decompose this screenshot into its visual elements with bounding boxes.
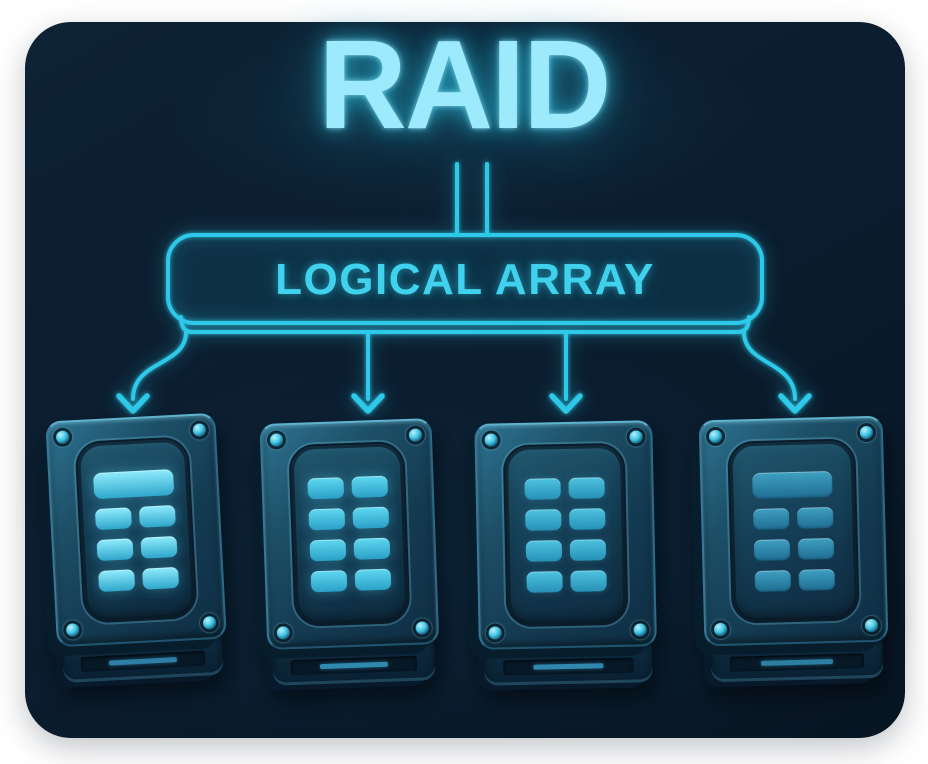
connector-slot-line	[760, 658, 834, 666]
corner-screw-icon	[629, 430, 643, 444]
connector-slot	[80, 650, 206, 672]
data-block	[524, 478, 561, 500]
data-block	[94, 506, 132, 530]
connector-slot	[502, 657, 634, 675]
corner-screw-icon	[488, 626, 502, 640]
logical-array-box	[168, 235, 762, 323]
data-block	[751, 470, 833, 499]
data-block	[352, 506, 390, 529]
data-block	[798, 568, 836, 591]
drive-inner-panel	[727, 438, 860, 624]
connector-slot-line	[533, 662, 604, 670]
corner-screw-icon	[633, 623, 647, 637]
data-block	[754, 569, 792, 592]
data-block	[307, 477, 345, 500]
distribution-line	[181, 317, 749, 332]
data-block	[353, 537, 391, 560]
data-block	[92, 468, 175, 499]
disk-drive-2	[259, 418, 440, 686]
data-block-grid	[524, 477, 607, 593]
data-block	[351, 475, 389, 498]
drive-face	[474, 420, 657, 650]
data-block	[140, 535, 178, 559]
data-block	[526, 571, 563, 593]
data-block	[525, 540, 563, 562]
data-block	[569, 539, 607, 561]
diagram-title: RAID	[318, 14, 612, 155]
corner-screw-icon	[713, 622, 728, 637]
data-block-grid	[92, 468, 180, 592]
corner-screw-icon	[415, 621, 429, 635]
data-block-grid	[307, 475, 392, 593]
drive-inner-panel	[288, 441, 411, 627]
data-block	[752, 507, 790, 530]
drive-face	[45, 412, 227, 648]
drive-inner-panel	[74, 436, 198, 624]
data-block	[753, 538, 791, 561]
arrow-down-icon-1	[119, 396, 147, 411]
branch-line-4	[744, 332, 795, 399]
data-block	[310, 570, 348, 593]
connector-slot	[729, 652, 865, 672]
data-block	[308, 508, 346, 531]
drive-face	[698, 415, 889, 647]
disk-drive-3	[474, 420, 657, 686]
connector-slot	[290, 655, 418, 675]
corner-screw-icon	[408, 428, 423, 442]
data-block-grid	[751, 470, 836, 592]
branch-line-1	[133, 332, 186, 399]
data-block	[138, 504, 176, 528]
corner-screw-icon	[202, 615, 217, 630]
arrow-down-icon-3	[552, 396, 580, 411]
connector-slot-line	[109, 656, 177, 666]
logical-array-label: LOGICAL ARRAY	[275, 255, 655, 304]
data-block	[309, 539, 347, 562]
corner-screw-icon	[65, 623, 80, 637]
corner-screw-icon	[269, 433, 284, 447]
corner-screw-icon	[859, 425, 874, 440]
corner-screw-icon	[864, 618, 879, 633]
disk-drive-4	[698, 415, 890, 683]
corner-screw-icon	[708, 429, 723, 444]
data-block	[797, 537, 835, 560]
corner-screw-icon	[276, 626, 291, 640]
data-block	[98, 568, 136, 592]
data-block	[354, 568, 392, 591]
data-block	[142, 566, 180, 590]
data-block	[568, 477, 605, 499]
disk-drive-1	[45, 412, 228, 684]
data-block	[525, 509, 562, 531]
arrow-down-icon-4	[781, 396, 809, 411]
drive-inner-panel	[502, 442, 629, 628]
data-block	[96, 537, 134, 561]
arrow-down-icon-2	[354, 396, 382, 411]
data-block	[569, 508, 606, 530]
connector-slot-line	[319, 661, 389, 669]
data-block	[796, 506, 834, 529]
corner-screw-icon	[484, 433, 498, 447]
data-block	[570, 570, 607, 592]
corner-screw-icon	[55, 430, 70, 445]
drive-face	[259, 418, 440, 650]
corner-screw-icon	[192, 423, 207, 437]
